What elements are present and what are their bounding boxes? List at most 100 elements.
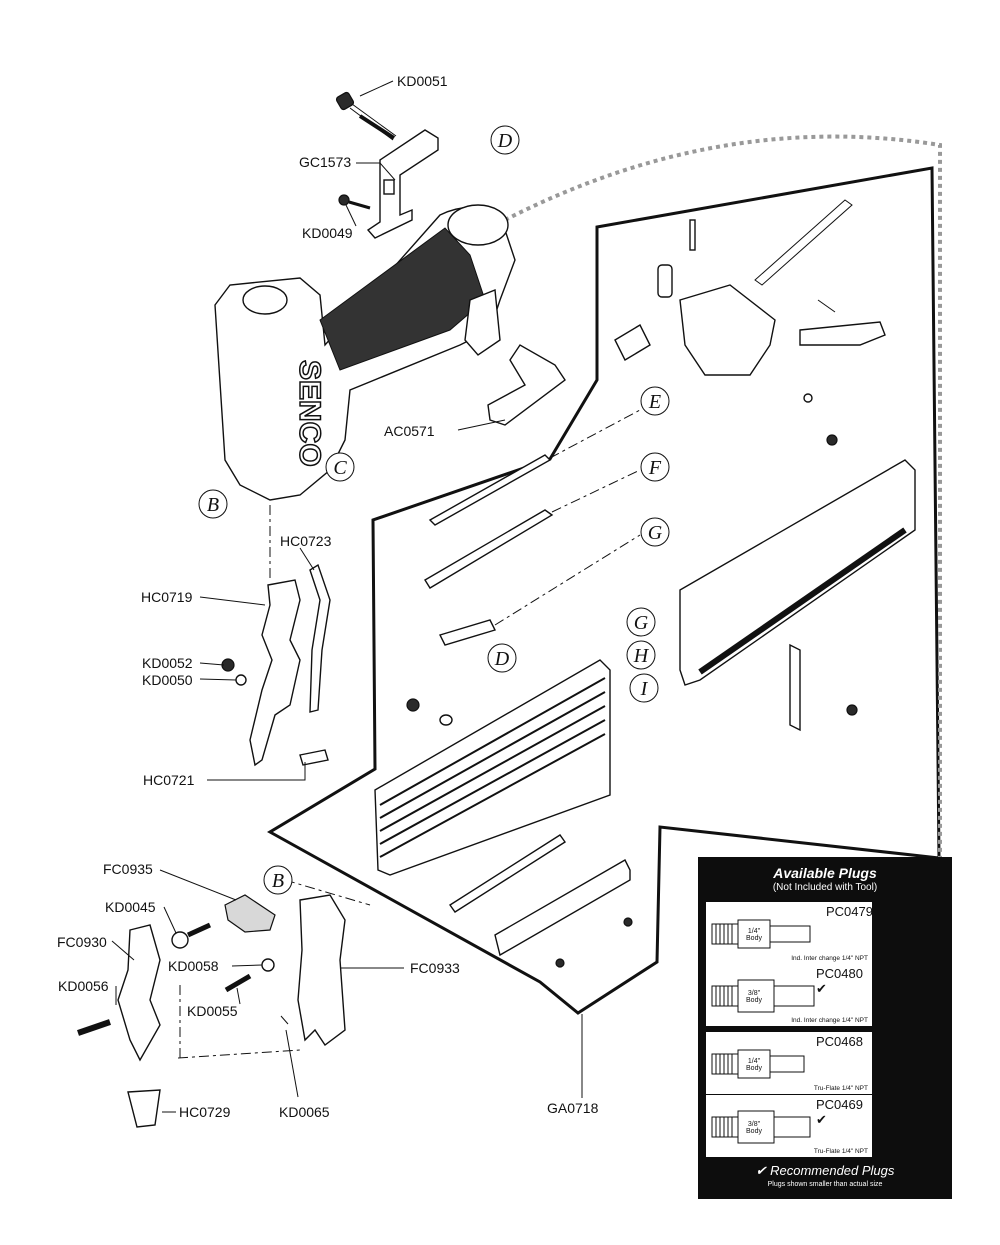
plug-body-label-4: 3/8" Body <box>746 1121 762 1135</box>
available-plugs-panel: Available Plugs (Not Included with Tool)… <box>698 857 952 1199</box>
svg-text:C: C <box>333 457 347 479</box>
plug-body-label-2: 3/8" Body <box>746 990 762 1004</box>
nailer-tool-body: SENCO <box>214 204 516 501</box>
svg-text:E: E <box>648 391 661 413</box>
label-gc1573: GC1573 <box>299 154 351 170</box>
recommended-plugs-title: ✔ Recommended Plugs <box>755 1163 895 1178</box>
svg-text:H: H <box>633 645 650 667</box>
label-hc0723: HC0723 <box>280 533 332 549</box>
label-kd0051: KD0051 <box>397 73 448 89</box>
ref-g-top: G <box>640 517 670 547</box>
label-kd0052: KD0052 <box>142 655 193 671</box>
ref-g-side: G <box>626 607 656 637</box>
nose-dash-lines <box>177 505 371 1060</box>
nose-fc0933 <box>297 894 346 1047</box>
pusher-assembly <box>614 199 886 446</box>
plug-card-2: PC0480 ✔ Ind. Inter change 1/4" NPT <box>706 964 872 1026</box>
svg-text:D: D <box>497 130 513 152</box>
svg-text:F: F <box>648 457 662 479</box>
screw-kd0045 <box>171 922 212 949</box>
label-kd0056: KD0056 <box>58 978 109 994</box>
plug-icon <box>711 979 815 1013</box>
plug-card-1: PC0479 Ind. Inter change 1/4" NPT <box>706 902 873 964</box>
ref-b-bottom: B <box>263 865 293 895</box>
nose-fc0935 <box>224 894 276 933</box>
label-fc0933: FC0933 <box>410 960 460 976</box>
washer-kd0058 <box>261 958 275 972</box>
plug-code-4: PC0469 ✔ <box>816 1097 863 1127</box>
rail-e <box>428 409 641 526</box>
magazine-base-plates <box>449 834 633 968</box>
label-fc0935: FC0935 <box>103 861 153 877</box>
plug-code-3: PC0468 <box>816 1034 863 1049</box>
plug-icon <box>711 1049 805 1079</box>
magazine-d <box>374 659 611 876</box>
plug-note-4: Tru-Flate 1/4" NPT <box>813 1148 868 1155</box>
leader-lines <box>111 80 583 1113</box>
screw-kd0056 <box>77 1019 111 1036</box>
svg-text:B: B <box>272 870 284 892</box>
plug-card-4: PC0469 ✔ Tru-Flate 1/4" NPT <box>706 1095 872 1157</box>
magazine-side-rail <box>679 459 916 686</box>
bracket-gc1573 <box>366 129 439 239</box>
washer-kd0050 <box>235 674 247 686</box>
label-ga0718: GA0718 <box>547 1100 599 1116</box>
rail-f <box>424 469 641 589</box>
ref-c: C <box>325 452 355 482</box>
rail-g <box>439 534 641 646</box>
plug-code-2: PC0480 ✔ <box>816 966 863 996</box>
recommended-plugs-note: Plugs shown smaller than actual size <box>767 1181 883 1188</box>
pin-kd0065 <box>280 1015 289 1025</box>
recommended-check-icon: ✔ <box>816 1112 827 1127</box>
svg-text:I: I <box>640 678 649 700</box>
label-kd0045: KD0045 <box>105 899 156 915</box>
plug-icon <box>711 919 811 949</box>
ref-h: H <box>626 640 656 670</box>
guide-hc0719 <box>249 579 301 767</box>
svg-text:D: D <box>494 648 510 670</box>
screw-kd0049 <box>338 194 371 210</box>
screw-kd0051 <box>335 91 397 141</box>
plug-code-1: PC0479 <box>826 904 873 919</box>
plugs-subtitle: (Not Included with Tool) <box>772 882 878 893</box>
label-kd0058: KD0058 <box>168 958 219 974</box>
ref-e: E <box>640 386 670 416</box>
label-kd0049: KD0049 <box>302 225 353 241</box>
tool-brand-logo: SENCO <box>293 360 326 467</box>
ref-f: F <box>640 452 670 482</box>
side-screw <box>846 704 858 716</box>
plugs-title: Available Plugs <box>773 865 877 881</box>
screw-kd0055 <box>224 973 252 993</box>
lever-ac0571 <box>487 344 566 426</box>
tip-hc0729 <box>127 1089 161 1128</box>
label-hc0729: HC0729 <box>179 1104 231 1120</box>
plate-hc0721 <box>299 749 329 766</box>
svg-text:G: G <box>634 612 649 634</box>
label-ac0571: AC0571 <box>384 423 435 439</box>
label-hc0721: HC0721 <box>143 772 195 788</box>
ref-d-top: D <box>490 125 520 155</box>
label-kd0055: KD0055 <box>187 1003 238 1019</box>
plug-note-2: Ind. Inter change 1/4" NPT <box>791 1017 868 1024</box>
plug-card-3: PC0468 Tru-Flate 1/4" NPT <box>706 1032 872 1094</box>
plug-note-3: Tru-Flate 1/4" NPT <box>813 1085 868 1092</box>
plug-body-label-3: 1/4" Body <box>746 1058 762 1072</box>
magazine-washer <box>439 714 453 726</box>
label-kd0065: KD0065 <box>279 1104 330 1120</box>
plug-body-label-1: 1/4" Body <box>746 928 762 942</box>
ref-i: I <box>629 673 659 703</box>
label-hc0719: HC0719 <box>141 589 193 605</box>
recommended-check-icon: ✔ <box>816 981 827 996</box>
label-kd0050: KD0050 <box>142 672 193 688</box>
plate-fc0930 <box>117 924 161 1062</box>
label-fc0930: FC0930 <box>57 934 107 950</box>
magazine-screw <box>406 698 420 712</box>
svg-text:B: B <box>207 494 219 516</box>
plug-icon <box>711 1110 811 1144</box>
svg-text:G: G <box>648 522 663 544</box>
spring-hc0723 <box>309 563 331 713</box>
ref-d-mid: D <box>487 643 517 673</box>
plug-note-1: Ind. Inter change 1/4" NPT <box>791 955 868 962</box>
side-latch <box>789 643 801 732</box>
